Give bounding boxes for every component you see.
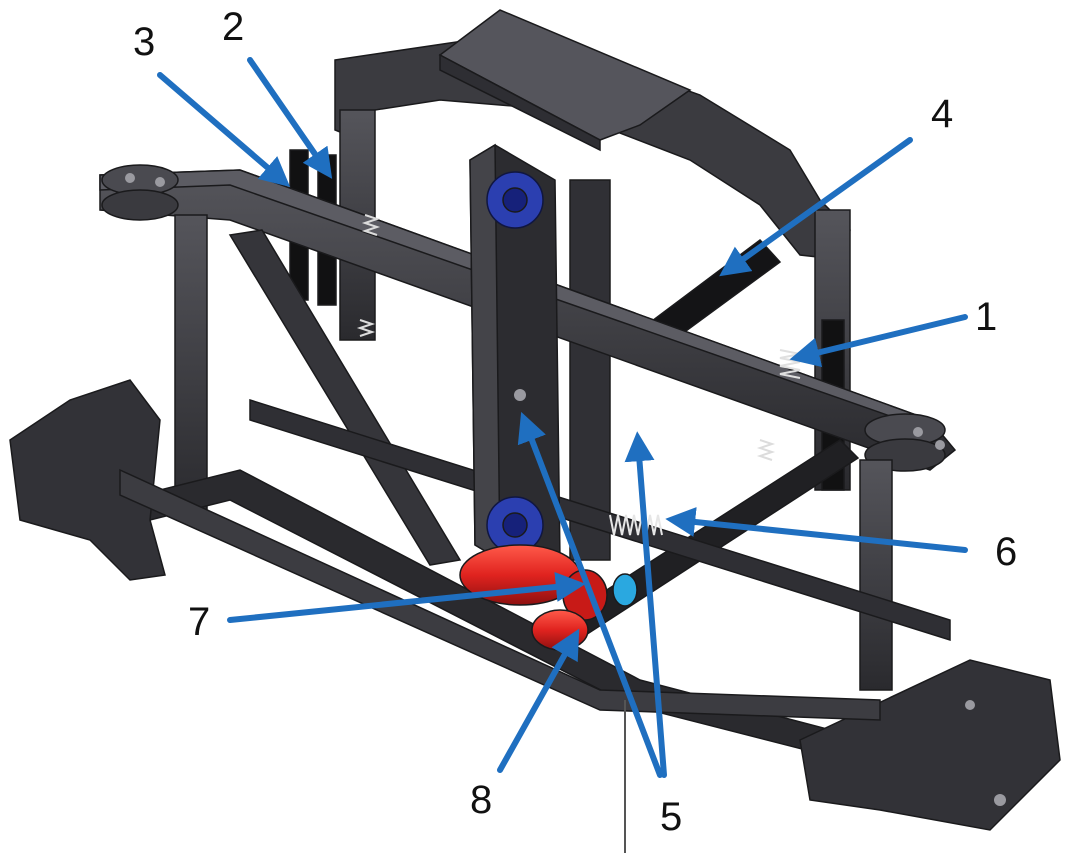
machine-frame [9, 9, 1061, 853]
callout-8: 8 [470, 778, 492, 822]
lower-right-housing [799, 659, 1061, 831]
spring-lower-center [609, 514, 663, 536]
callout-2: 2 [222, 5, 244, 49]
arrow-8 [497, 628, 580, 773]
callout-labels: 1 2 3 4 5 6 7 8 [133, 5, 1017, 839]
arrow-7 [227, 572, 586, 623]
callout-arrows [157, 57, 968, 778]
arrow-4 [719, 137, 913, 277]
callout-5: 5 [660, 795, 682, 839]
arrow-2 [247, 57, 333, 179]
callout-1: 1 [975, 295, 997, 339]
arrow-3 [157, 72, 291, 188]
red-roller-lower [531, 609, 589, 651]
arrow-6 [665, 507, 968, 553]
callout-7: 7 [188, 600, 210, 644]
arrow-1 [789, 314, 968, 368]
arrow-5a [517, 411, 663, 778]
callout-6: 6 [995, 530, 1017, 574]
lower-left-housing [9, 379, 166, 581]
callout-4: 4 [931, 92, 953, 136]
arrow-5b [624, 431, 667, 778]
callout-3: 3 [133, 20, 155, 64]
